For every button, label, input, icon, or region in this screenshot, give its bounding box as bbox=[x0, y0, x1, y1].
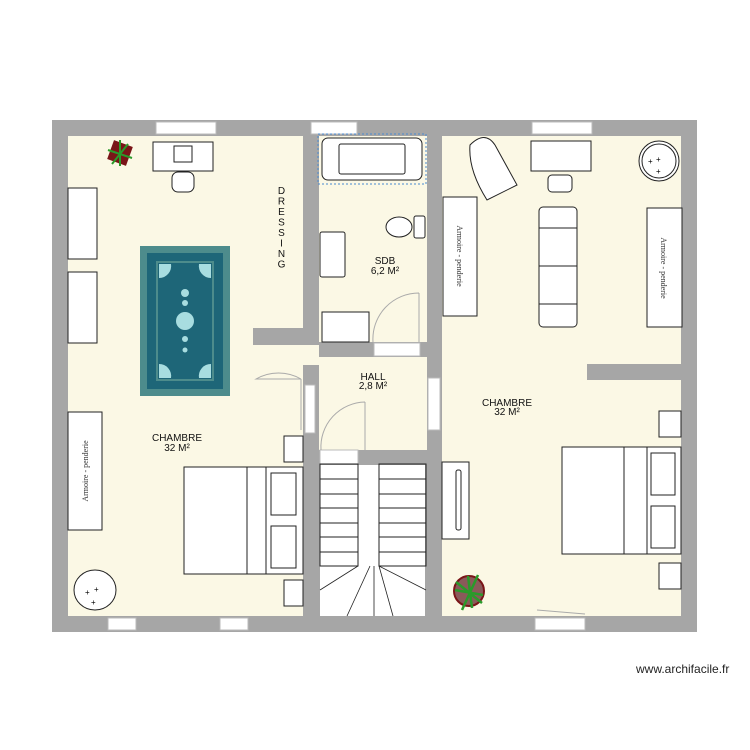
svg-text:+: + bbox=[91, 598, 96, 607]
chambre-left-name: CHAMBRE bbox=[152, 433, 202, 444]
chambre-right-name: CHAMBRE bbox=[482, 398, 532, 409]
door-gap-left bbox=[303, 345, 319, 365]
sdb-name: SDB bbox=[375, 256, 396, 267]
cabinet bbox=[67, 187, 98, 260]
wardrobe-label: Armoire - penderie bbox=[81, 440, 90, 502]
wardrobe-left: Armoire - penderie bbox=[67, 411, 103, 531]
svg-text:+: + bbox=[85, 588, 90, 597]
armchair-left: +++ bbox=[73, 569, 117, 611]
staircase-area bbox=[320, 465, 425, 616]
doors bbox=[254, 292, 586, 615]
sdb-area: 6,2 M² bbox=[371, 266, 400, 277]
chambre-right-area: 32 M² bbox=[494, 407, 520, 418]
wardrobe-label: Armoire - penderie bbox=[659, 237, 668, 299]
cabinet bbox=[67, 271, 98, 344]
toilet bbox=[385, 215, 426, 239]
dressing-label: DRESSING bbox=[276, 186, 287, 270]
armchair-right: +++ bbox=[638, 140, 680, 182]
nightstand bbox=[658, 410, 682, 438]
chambre-left-area: 32 M² bbox=[164, 443, 190, 454]
sink bbox=[319, 231, 346, 278]
watermark-credit: www.archifacile.fr bbox=[636, 662, 730, 676]
hall-area: 2,8 M² bbox=[359, 381, 388, 392]
nightstand bbox=[283, 435, 304, 463]
svg-text:+: + bbox=[648, 157, 653, 166]
windows bbox=[107, 121, 593, 631]
svg-text:+: + bbox=[94, 585, 99, 594]
desk-left bbox=[152, 141, 214, 193]
rug bbox=[140, 246, 230, 396]
chaise-lounge bbox=[469, 137, 518, 201]
nightstand bbox=[658, 562, 682, 590]
svg-text:+: + bbox=[656, 155, 661, 164]
plant-icon bbox=[453, 574, 485, 611]
wardrobe-label: Armoire - penderie bbox=[455, 225, 464, 287]
bed-right bbox=[561, 446, 682, 555]
bathroom-cabinet bbox=[321, 311, 370, 343]
wall-stub-right bbox=[587, 364, 681, 380]
vanity bbox=[441, 461, 470, 540]
floor-hall bbox=[319, 357, 427, 450]
wall-stub-left bbox=[253, 328, 303, 345]
plant-icon bbox=[107, 140, 133, 166]
wardrobe-right: Armoire - penderie bbox=[646, 207, 683, 328]
bed-left bbox=[183, 466, 304, 575]
sofa bbox=[538, 206, 578, 328]
svg-text:+: + bbox=[656, 167, 661, 176]
hall-name: HALL bbox=[360, 372, 385, 383]
bathtub bbox=[317, 133, 427, 185]
nightstand bbox=[283, 579, 304, 607]
desk-right bbox=[530, 140, 592, 193]
staircase bbox=[319, 463, 427, 617]
wardrobe-middle: Armoire - penderie bbox=[442, 196, 478, 317]
